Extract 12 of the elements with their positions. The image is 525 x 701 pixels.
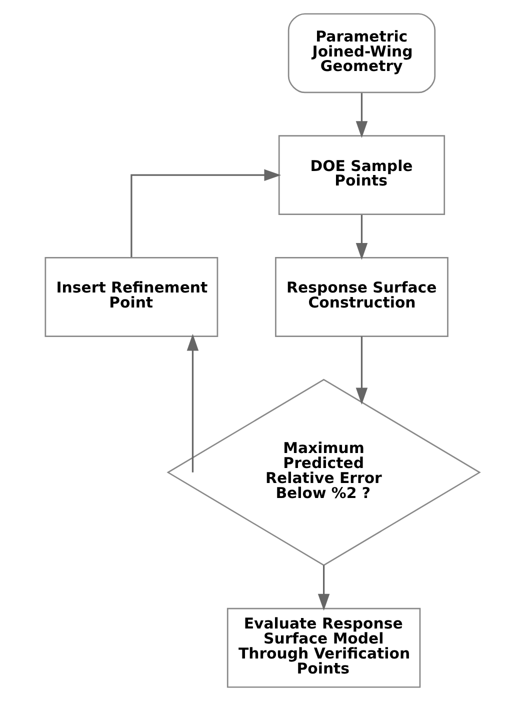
arrow	[186, 334, 199, 472]
node-box: DOE Sample Points	[278, 135, 446, 216]
node-box: Insert Refinement Point	[44, 257, 218, 337]
arrow	[130, 169, 282, 258]
arrow	[356, 336, 368, 405]
arrow	[356, 215, 368, 260]
node-box: Response Surface Construction	[275, 257, 448, 337]
arrow	[318, 565, 330, 611]
arrow	[356, 93, 368, 138]
node-box: Parametric Joined-Wing Geometry	[288, 13, 436, 94]
node-box: Evaluate Response Surface Model Through Verification Points	[226, 608, 421, 688]
node-diamond: Maximum Predicted Relative Error Below %2 ?	[166, 378, 481, 566]
